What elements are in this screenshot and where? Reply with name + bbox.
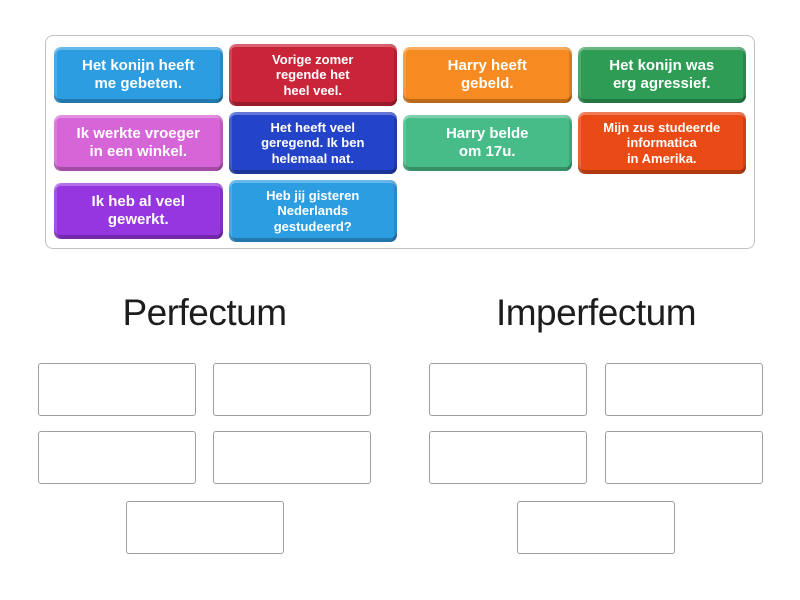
sentence-tile[interactable]: Ik heb al veel gewerkt. [54, 183, 223, 239]
drop-slot-imperfectum[interactable] [517, 501, 675, 554]
drop-slot-imperfectum[interactable] [605, 431, 763, 484]
sentence-tile[interactable]: Harry belde om 17u. [403, 115, 572, 171]
drop-slot-imperfectum[interactable] [605, 363, 763, 416]
drop-slot-perfectum[interactable] [126, 501, 284, 554]
tile-tray: Het konijn heeft me gebeten. Vorige zome… [45, 35, 755, 249]
drop-slot-perfectum[interactable] [213, 363, 371, 416]
sentence-tile[interactable]: Mijn zus studeerde informatica in Amerik… [577, 112, 746, 174]
category-title-imperfectum: Imperfectum [495, 292, 697, 333]
drop-slot-perfectum[interactable] [38, 363, 196, 416]
drop-slot-imperfectum[interactable] [429, 431, 587, 484]
category-title-perfectum: Perfectum [122, 292, 287, 333]
drop-slot-perfectum[interactable] [38, 431, 196, 484]
tile-grid: Het konijn heeft me gebeten. Vorige zome… [54, 44, 746, 242]
drop-slot-imperfectum[interactable] [429, 363, 587, 416]
sentence-tile[interactable]: Harry heeft gebeld. [403, 47, 572, 103]
sentence-tile[interactable]: Heb jij gisteren Nederlands gestudeerd? [228, 180, 397, 242]
sentence-tile[interactable]: Ik werkte vroeger in een winkel. [54, 115, 223, 171]
drop-slot-perfectum[interactable] [213, 431, 371, 484]
sentence-tile[interactable]: Het konijn was erg agressief. [577, 47, 746, 103]
sentence-tile[interactable]: Vorige zomer regende het heel veel. [228, 44, 397, 106]
sentence-tile[interactable]: Het konijn heeft me gebeten. [54, 47, 223, 103]
sentence-tile[interactable]: Het heeft veel geregend. Ik ben helemaal… [228, 112, 397, 174]
